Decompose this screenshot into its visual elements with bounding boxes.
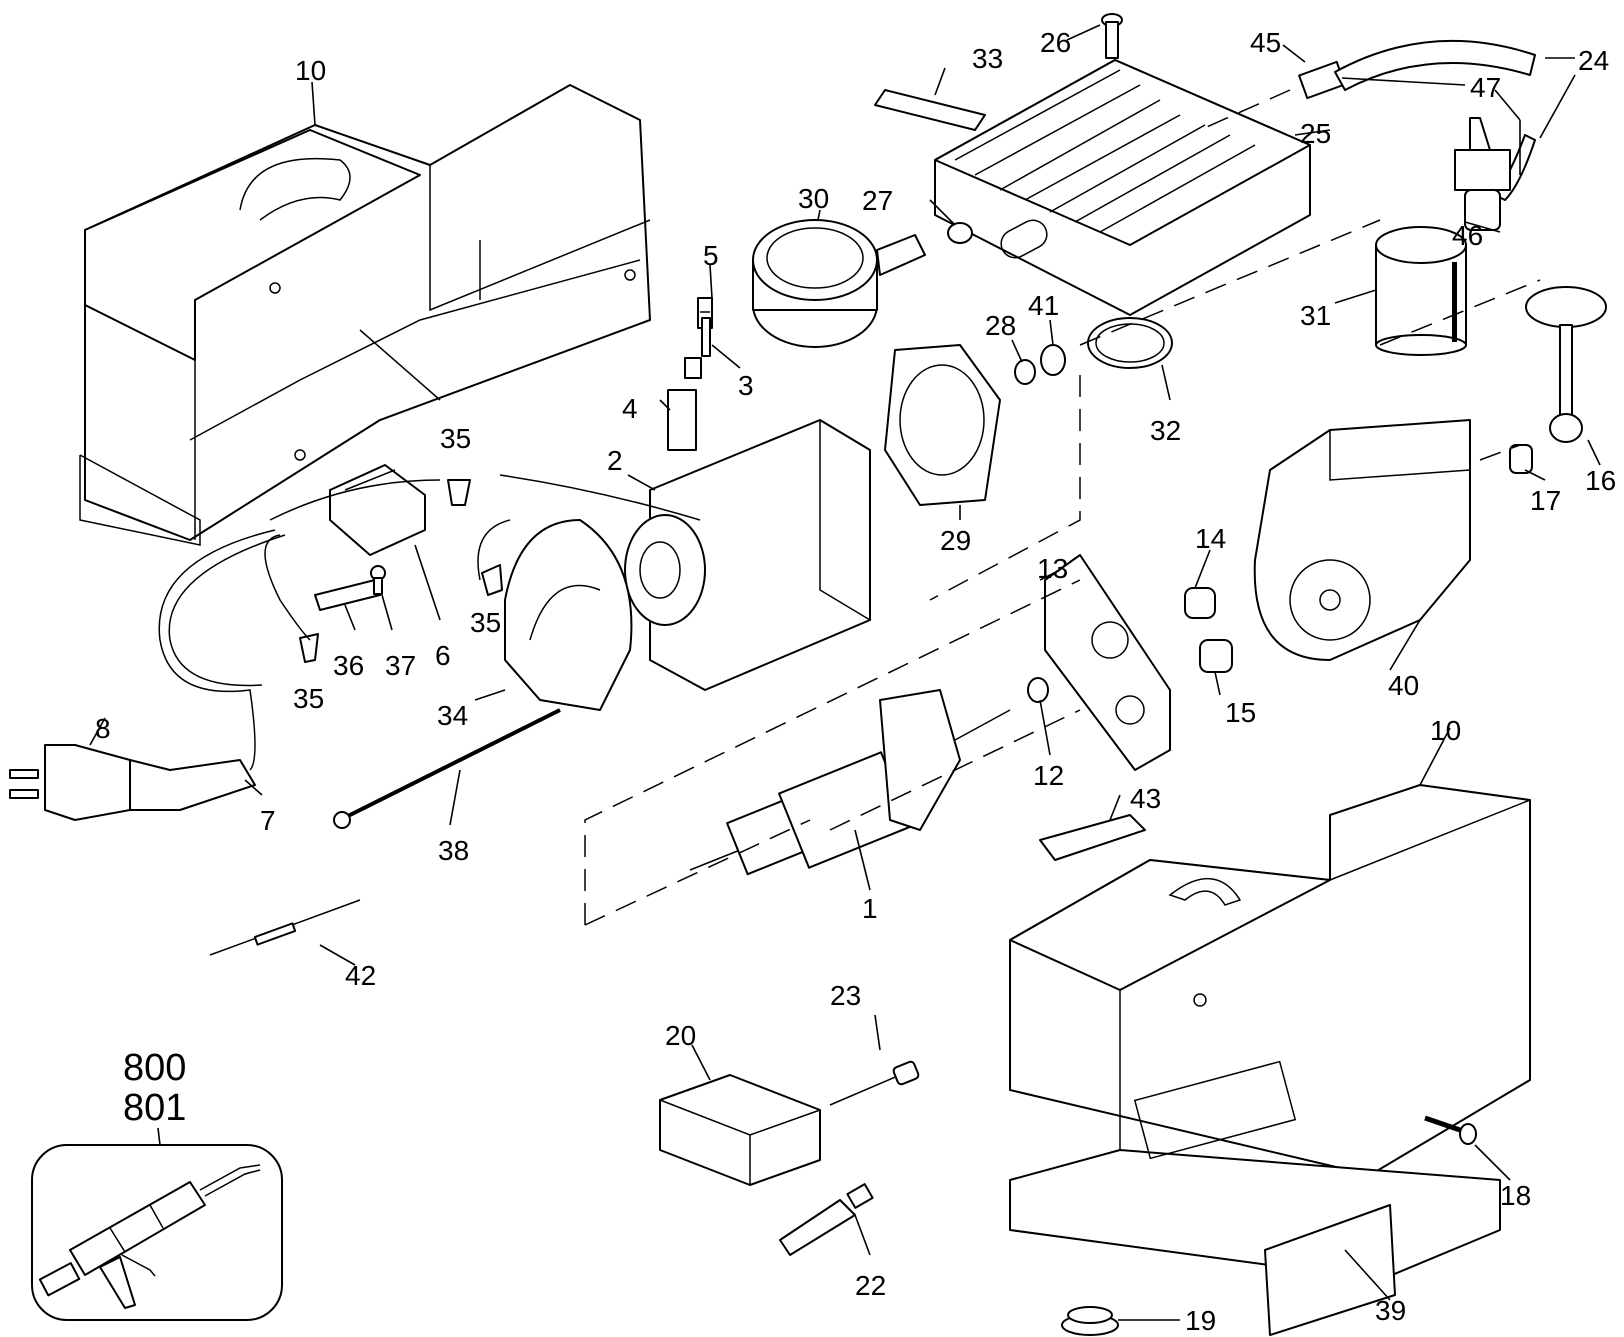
screw-37-part bbox=[370, 565, 386, 595]
callout-45: 45 bbox=[1250, 27, 1281, 58]
callout-labels: 10 33 26 45 24 47 25 46 30 27 5 3 4 28 4… bbox=[95, 27, 1616, 1336]
switch-part bbox=[329, 464, 426, 556]
wire-nut-35c bbox=[299, 633, 319, 663]
cylinder-part bbox=[1375, 226, 1467, 356]
end-plate-part bbox=[884, 344, 1001, 506]
alignment-line bbox=[584, 579, 1081, 925]
callout-41: 41 bbox=[1028, 290, 1059, 321]
storage-box-part bbox=[659, 1074, 821, 1186]
clamp-36-part bbox=[314, 579, 381, 611]
callout-15: 15 bbox=[1225, 697, 1256, 728]
callout-37: 37 bbox=[385, 650, 416, 681]
connecting-rod-part bbox=[1525, 286, 1607, 443]
callout-28: 28 bbox=[985, 310, 1016, 341]
brush-assembly-part bbox=[667, 297, 713, 451]
callout-20: 20 bbox=[665, 1020, 696, 1051]
inset-label-801: 801 bbox=[123, 1087, 186, 1129]
callout-30: 30 bbox=[798, 183, 829, 214]
label-39-part bbox=[1264, 1204, 1396, 1336]
wire-nut-35b bbox=[481, 564, 503, 596]
through-bolt-part bbox=[333, 708, 561, 829]
callout-5: 5 bbox=[703, 240, 719, 271]
callout-6: 6 bbox=[435, 640, 451, 671]
leader-lines bbox=[89, 24, 1601, 1321]
callout-35c: 35 bbox=[293, 683, 324, 714]
nozzle-adapter-part bbox=[779, 1183, 874, 1256]
chuck-part bbox=[1454, 117, 1511, 231]
armature-part bbox=[689, 689, 1011, 876]
callout-27: 27 bbox=[862, 185, 893, 216]
callout-34: 34 bbox=[437, 700, 468, 731]
field-motor-part bbox=[624, 419, 871, 691]
label-33-part bbox=[874, 89, 986, 131]
callout-18: 18 bbox=[1500, 1180, 1531, 1211]
washer-12-part bbox=[1027, 677, 1049, 703]
screw-26-part bbox=[1101, 13, 1123, 59]
housing-left-part bbox=[79, 84, 651, 546]
callout-36: 36 bbox=[333, 650, 364, 681]
inflator-gun-icon bbox=[38, 1164, 261, 1309]
brush-holder-bracket-part bbox=[504, 519, 633, 711]
housing-right-part bbox=[1009, 784, 1531, 1281]
gasket-part bbox=[1087, 317, 1173, 369]
callout-35b: 35 bbox=[470, 607, 501, 638]
callout-10: 10 bbox=[295, 55, 326, 86]
gear-housing-part bbox=[1253, 419, 1471, 661]
callout-7: 7 bbox=[260, 805, 276, 836]
callout-38: 38 bbox=[438, 835, 469, 866]
plug-part bbox=[9, 744, 256, 821]
callout-31: 31 bbox=[1300, 300, 1331, 331]
callout-29: 29 bbox=[940, 525, 971, 556]
callout-25: 25 bbox=[1300, 118, 1331, 149]
foot-part bbox=[1061, 1306, 1119, 1336]
inset-label-800: 800 bbox=[123, 1047, 186, 1089]
callout-47: 47 bbox=[1470, 72, 1501, 103]
callout-46: 46 bbox=[1452, 220, 1483, 251]
bearing-15-part bbox=[1199, 639, 1233, 673]
callout-22: 22 bbox=[855, 1270, 886, 1301]
inflation-needle-part bbox=[829, 1060, 920, 1106]
wiring bbox=[264, 534, 311, 641]
callout-24: 24 bbox=[1578, 45, 1609, 76]
callout-12: 12 bbox=[1033, 760, 1064, 791]
washer-41-part bbox=[1040, 344, 1066, 376]
callout-14: 14 bbox=[1195, 523, 1226, 554]
o-ring-27-part bbox=[947, 222, 973, 244]
callout-10b: 10 bbox=[1430, 715, 1461, 746]
washer-28-part bbox=[1014, 359, 1036, 385]
wire-nut-35a bbox=[447, 479, 471, 506]
screw-18-part bbox=[1424, 1115, 1477, 1145]
callout-39: 39 bbox=[1375, 1295, 1406, 1326]
callout-17: 17 bbox=[1530, 485, 1561, 516]
callout-19: 19 bbox=[1185, 1305, 1216, 1336]
inset-box bbox=[31, 1127, 283, 1321]
callout-26: 26 bbox=[1040, 27, 1071, 58]
bushing-17-part bbox=[1509, 444, 1533, 474]
callout-13: 13 bbox=[1037, 553, 1068, 584]
needle-42-part bbox=[209, 899, 361, 956]
bearing-14-part bbox=[1184, 587, 1216, 619]
callout-3: 3 bbox=[738, 370, 754, 401]
callout-40: 40 bbox=[1388, 670, 1419, 701]
pressure-gauge-part bbox=[752, 219, 926, 348]
bearing-plate-part bbox=[1044, 554, 1171, 771]
cord-part bbox=[158, 529, 276, 771]
callout-33: 33 bbox=[972, 43, 1003, 74]
label-43-part bbox=[1039, 814, 1146, 861]
callout-23: 23 bbox=[830, 980, 861, 1011]
callout-4: 4 bbox=[622, 393, 638, 424]
callout-8: 8 bbox=[95, 713, 111, 744]
top-cover-part bbox=[934, 59, 1311, 316]
callout-2: 2 bbox=[607, 445, 623, 476]
callout-35a: 35 bbox=[440, 423, 471, 454]
callout-16: 16 bbox=[1585, 465, 1616, 496]
callout-42: 42 bbox=[345, 960, 376, 991]
callout-43: 43 bbox=[1130, 783, 1161, 814]
callout-32: 32 bbox=[1150, 415, 1181, 446]
callout-1: 1 bbox=[862, 893, 878, 924]
